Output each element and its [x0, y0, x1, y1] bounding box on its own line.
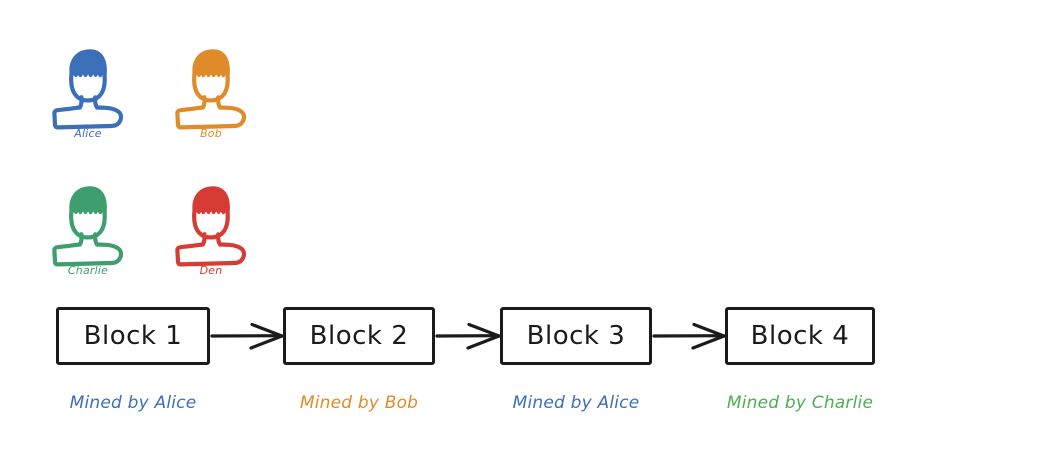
- arrow-right-icon: [210, 322, 284, 350]
- block-node-3[interactable]: Block 3: [500, 307, 652, 365]
- block-node-1[interactable]: Block 1: [56, 307, 210, 365]
- participant-label: Den: [199, 264, 223, 277]
- person-avatar-icon: [52, 49, 124, 130]
- block-caption-4: Mined by Charlie: [726, 393, 874, 413]
- block-node-2[interactable]: Block 2: [283, 307, 435, 365]
- participant-label: Alice: [74, 127, 102, 140]
- chain-arrow-1: [210, 322, 284, 354]
- block-caption-2: Mined by Bob: [299, 393, 419, 413]
- arrow-right-icon: [652, 322, 726, 350]
- person-avatar-icon: [175, 186, 247, 267]
- participant-label: Bob: [200, 127, 222, 140]
- participant-bob: Bob: [168, 35, 254, 153]
- participant-charlie: Charlie: [45, 172, 131, 290]
- participant-den: Den: [168, 172, 254, 290]
- block-label: Block 1: [83, 321, 183, 351]
- chain-arrow-2: [435, 322, 501, 354]
- block-caption-3: Mined by Alice: [512, 393, 640, 413]
- person-avatar-icon: [175, 49, 247, 130]
- participant-alice: Alice: [45, 35, 131, 153]
- block-node-4[interactable]: Block 4: [725, 307, 875, 365]
- chain-arrow-3: [652, 322, 726, 354]
- arrow-right-icon: [435, 322, 501, 350]
- block-label: Block 2: [309, 321, 409, 351]
- person-avatar-icon: [52, 186, 124, 267]
- block-label: Block 3: [526, 321, 626, 351]
- block-label: Block 4: [750, 321, 850, 351]
- block-caption-1: Mined by Alice: [69, 393, 197, 413]
- participant-label: Charlie: [67, 264, 109, 277]
